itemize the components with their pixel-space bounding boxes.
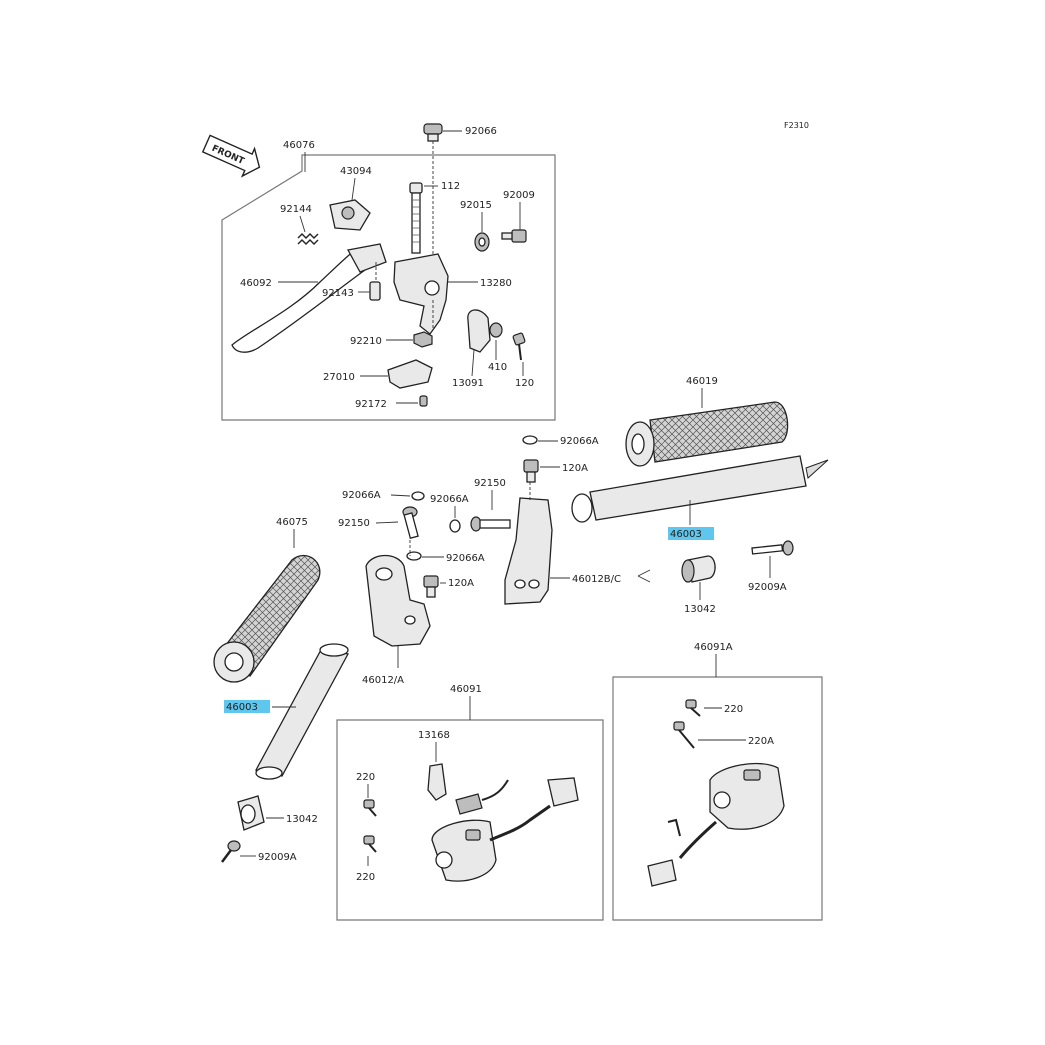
grip-46075 — [213, 554, 321, 683]
washer-92066a-3 — [449, 519, 461, 533]
label-120: 120 — [515, 378, 534, 389]
label-13280: 13280 — [480, 278, 512, 289]
label-410: 410 — [488, 362, 507, 373]
label-92210: 92210 — [350, 336, 382, 347]
label-220-1: 220 — [356, 772, 375, 783]
switch-housing-46091a — [647, 762, 785, 887]
label-92144: 92144 — [280, 204, 312, 215]
switch-46091a-box — [612, 676, 823, 921]
adjuster-43094 — [329, 199, 371, 231]
label-46091: 46091 — [450, 684, 482, 695]
label-46012a: 46012/A — [362, 675, 404, 686]
weight-13042-right — [681, 555, 716, 583]
label-92150-1: 92150 — [474, 478, 506, 489]
lever-assembly-box — [221, 154, 556, 421]
wire-clip-13168 — [427, 763, 447, 801]
label-92066a-4: 92066A — [446, 553, 485, 564]
cap-120a-2 — [423, 575, 439, 598]
label-46003-2: 46003 — [226, 702, 258, 713]
switch-27010 — [387, 359, 433, 389]
grip-46019 — [625, 401, 789, 467]
cap-92066 — [423, 123, 443, 142]
figure-code: F2310 — [784, 121, 809, 130]
label-92066a-1: 92066A — [560, 436, 599, 447]
housing-46012a — [365, 554, 431, 647]
screw-220a — [673, 721, 695, 749]
label-92009a-2: 92009A — [258, 852, 297, 863]
nut-92015 — [474, 232, 490, 252]
label-92015: 92015 — [460, 200, 492, 211]
clamp-13091 — [467, 309, 503, 353]
label-13091: 13091 — [452, 378, 484, 389]
highlight-46003-2 — [224, 700, 270, 713]
label-220-2: 220 — [356, 872, 375, 883]
screw-220-2 — [363, 835, 377, 853]
washer-92066a-2 — [411, 491, 425, 501]
washer-92066a-4 — [406, 551, 422, 561]
label-120a-1: 120A — [562, 463, 588, 474]
label-46092: 46092 — [240, 278, 272, 289]
switch-46091-box — [336, 719, 604, 921]
bolt-120 — [512, 332, 526, 361]
weight-13042-left — [237, 795, 265, 831]
bracket-13280 — [393, 253, 449, 335]
label-92009a-1: 92009A — [748, 582, 787, 593]
label-46075: 46075 — [276, 517, 308, 528]
housing-46012bc — [504, 497, 553, 605]
bolt-92009a-right — [751, 540, 794, 556]
label-92009: 92009 — [503, 190, 535, 201]
label-92066a-3: 92066A — [430, 494, 469, 505]
label-27010: 27010 — [323, 372, 355, 383]
lever-46092 — [231, 243, 387, 353]
highlight-46003-1 — [668, 527, 714, 540]
label-46003-1: 46003 — [670, 529, 702, 540]
label-13168: 13168 — [418, 730, 450, 741]
screw-92009 — [501, 229, 527, 243]
label-92143: 92143 — [322, 288, 354, 299]
bolt-112 — [409, 182, 423, 254]
label-92066a-2: 92066A — [342, 490, 381, 501]
label-46012bc: 46012B/C — [572, 574, 621, 585]
screw-92172 — [419, 395, 428, 407]
label-92172: 92172 — [355, 399, 387, 410]
screw-220-3 — [685, 699, 701, 717]
cap-120a-1 — [523, 459, 539, 483]
nut-92210 — [413, 331, 433, 348]
label-13042-1: 13042 — [684, 604, 716, 615]
switch-housing-46091 — [431, 777, 579, 882]
throttle-pipe-46003-right — [571, 455, 829, 523]
label-220-3: 220 — [724, 704, 743, 715]
label-120a-2: 120A — [448, 578, 474, 589]
label-46019: 46019 — [686, 376, 718, 387]
label-46076: 46076 — [283, 140, 315, 151]
label-92066: 92066 — [465, 126, 497, 137]
label-13042-2: 13042 — [286, 814, 318, 825]
label-46091a: 46091A — [694, 642, 733, 653]
label-92150-2: 92150 — [338, 518, 370, 529]
label-220a: 220A — [748, 736, 774, 747]
washer-92066a-1 — [522, 435, 538, 445]
bolt-92009a-left — [221, 840, 241, 863]
throttle-pipe-46003-left — [255, 643, 349, 780]
screw-92150-1 — [470, 516, 511, 532]
front-arrow-icon: FRONT — [201, 134, 261, 178]
screw-220-1 — [363, 799, 377, 817]
spring-92144 — [297, 233, 319, 245]
collar-92143 — [369, 281, 381, 301]
label-112: 112 — [441, 181, 460, 192]
label-43094: 43094 — [340, 166, 372, 177]
screw-92150-2 — [402, 506, 419, 540]
